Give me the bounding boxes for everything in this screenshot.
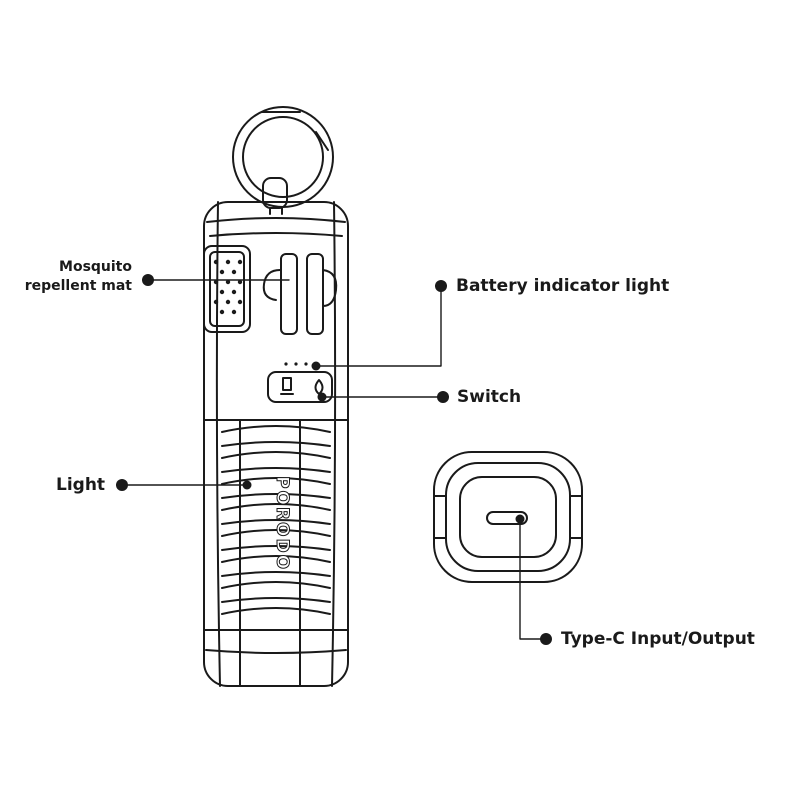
- light-dot: [116, 479, 128, 491]
- label-mosquito-mat-line2: repellent mat: [24, 278, 132, 294]
- label-battery-indicator: Battery indicator light: [456, 276, 670, 296]
- carabiner-ring: [232, 106, 334, 215]
- mosquito-mat-dot: [142, 274, 154, 286]
- switch-target-dot: [317, 392, 327, 402]
- switch-dot: [437, 391, 449, 403]
- label-light: Light: [56, 475, 106, 495]
- battery-indicator-target-dot: [311, 361, 321, 371]
- label-switch: Switch: [457, 387, 522, 407]
- light-coil: [221, 425, 331, 615]
- type-c-port-detail: [433, 451, 583, 583]
- battery-indicator-dot: [435, 280, 447, 292]
- type-c-dot: [540, 633, 552, 645]
- battery-indicator-dots: [284, 362, 308, 366]
- type-c-target-dot: [515, 514, 525, 524]
- side-clips: [262, 253, 338, 335]
- light-target-dot: [242, 480, 252, 490]
- label-type-c: Type-C Input/Output: [561, 629, 755, 649]
- mat-holes: [213, 259, 243, 315]
- label-mosquito-mat: Mosquito repellent mat: [20, 258, 132, 296]
- leader-lines: [121, 279, 547, 640]
- label-mosquito-mat-line1: Mosquito: [59, 259, 132, 275]
- lantern-body: [203, 201, 349, 687]
- mosquito-mat-panel: [203, 245, 251, 333]
- brand-text: PORODO: [272, 476, 293, 572]
